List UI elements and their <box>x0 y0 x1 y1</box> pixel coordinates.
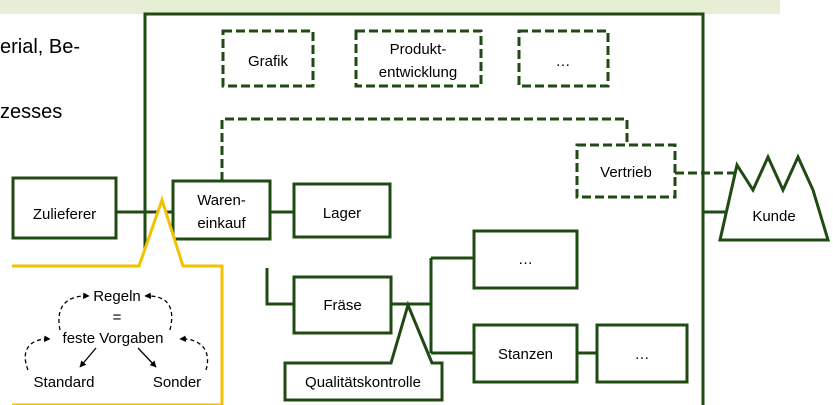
kunde-label: Kunde <box>752 208 795 225</box>
produktentwicklung-label-line-1: Produkt- <box>390 41 447 58</box>
fraese-label: Fräse <box>323 297 361 314</box>
arrow-feste-vorgaben-to-sonder <box>137 347 157 368</box>
ellipsis-lower-right-label: … <box>635 346 650 363</box>
rules-callout: Regeln = feste Vorgaben Standard Sonder <box>12 195 224 405</box>
company-boundary <box>143 12 705 405</box>
arrow-feste-vorgaben-to-standard <box>79 347 97 368</box>
callout-regeln-label: Regeln <box>93 288 141 305</box>
slide-text-line-1: erial, Be- <box>0 36 81 58</box>
vertrieb-label: Vertrieb <box>600 164 652 181</box>
arrow-sonder-to-feste-vorgaben <box>179 335 209 371</box>
production-start-line <box>265 268 294 306</box>
produktentwicklung-box: Produkt- entwicklung <box>354 29 483 88</box>
produktentwicklung-label-line-2: entwicklung <box>379 64 457 81</box>
ellipsis-upper-right-box: … <box>472 229 579 290</box>
wareneinkauf-box: Waren- einkauf <box>171 179 272 241</box>
qualitaetskontrolle-callout: Qualitätskontrolle <box>283 300 444 402</box>
grafik-label: Grafik <box>248 53 289 70</box>
ellipsis-lower-right-box: … <box>595 323 689 384</box>
callout-equals-label: = <box>113 309 122 326</box>
lager-box: Lager <box>292 182 392 239</box>
callout-standard-label: Standard <box>34 374 95 391</box>
arrow-feste-vorgaben-to-regeln <box>58 292 90 331</box>
header-band <box>0 0 780 14</box>
wareneinkauf-label-line-1: Waren- <box>197 192 246 209</box>
wareneinkauf-vertrieb-dashed-line <box>220 117 629 181</box>
callout-sonder-label: Sonder <box>153 374 201 391</box>
qualitaetskontrolle-label: Qualitätskontrolle <box>305 374 421 391</box>
arrow-standard-to-feste-vorgaben <box>24 335 51 371</box>
ellipsis-top-label: … <box>556 53 571 70</box>
zulieferer-label: Zulieferer <box>33 206 96 223</box>
ellipsis-upper-right-label: … <box>518 251 533 268</box>
callout-feste-vorgaben-label: feste Vorgaben <box>63 330 164 347</box>
kunde-shape: Kunde <box>718 153 831 242</box>
slide-text-line-2: zesses <box>0 101 63 123</box>
fraese-box: Fräse <box>292 275 393 335</box>
grafik-box: Grafik <box>221 29 315 88</box>
vertrieb-box: Vertrieb <box>575 143 677 199</box>
ellipsis-top-box: … <box>517 29 610 88</box>
lager-label: Lager <box>323 205 361 222</box>
stanzen-label: Stanzen <box>498 346 553 363</box>
stanzen-box: Stanzen <box>472 323 579 384</box>
wareneinkauf-label-line-2: einkauf <box>197 215 246 232</box>
zulieferer-box: Zulieferer <box>11 176 118 240</box>
